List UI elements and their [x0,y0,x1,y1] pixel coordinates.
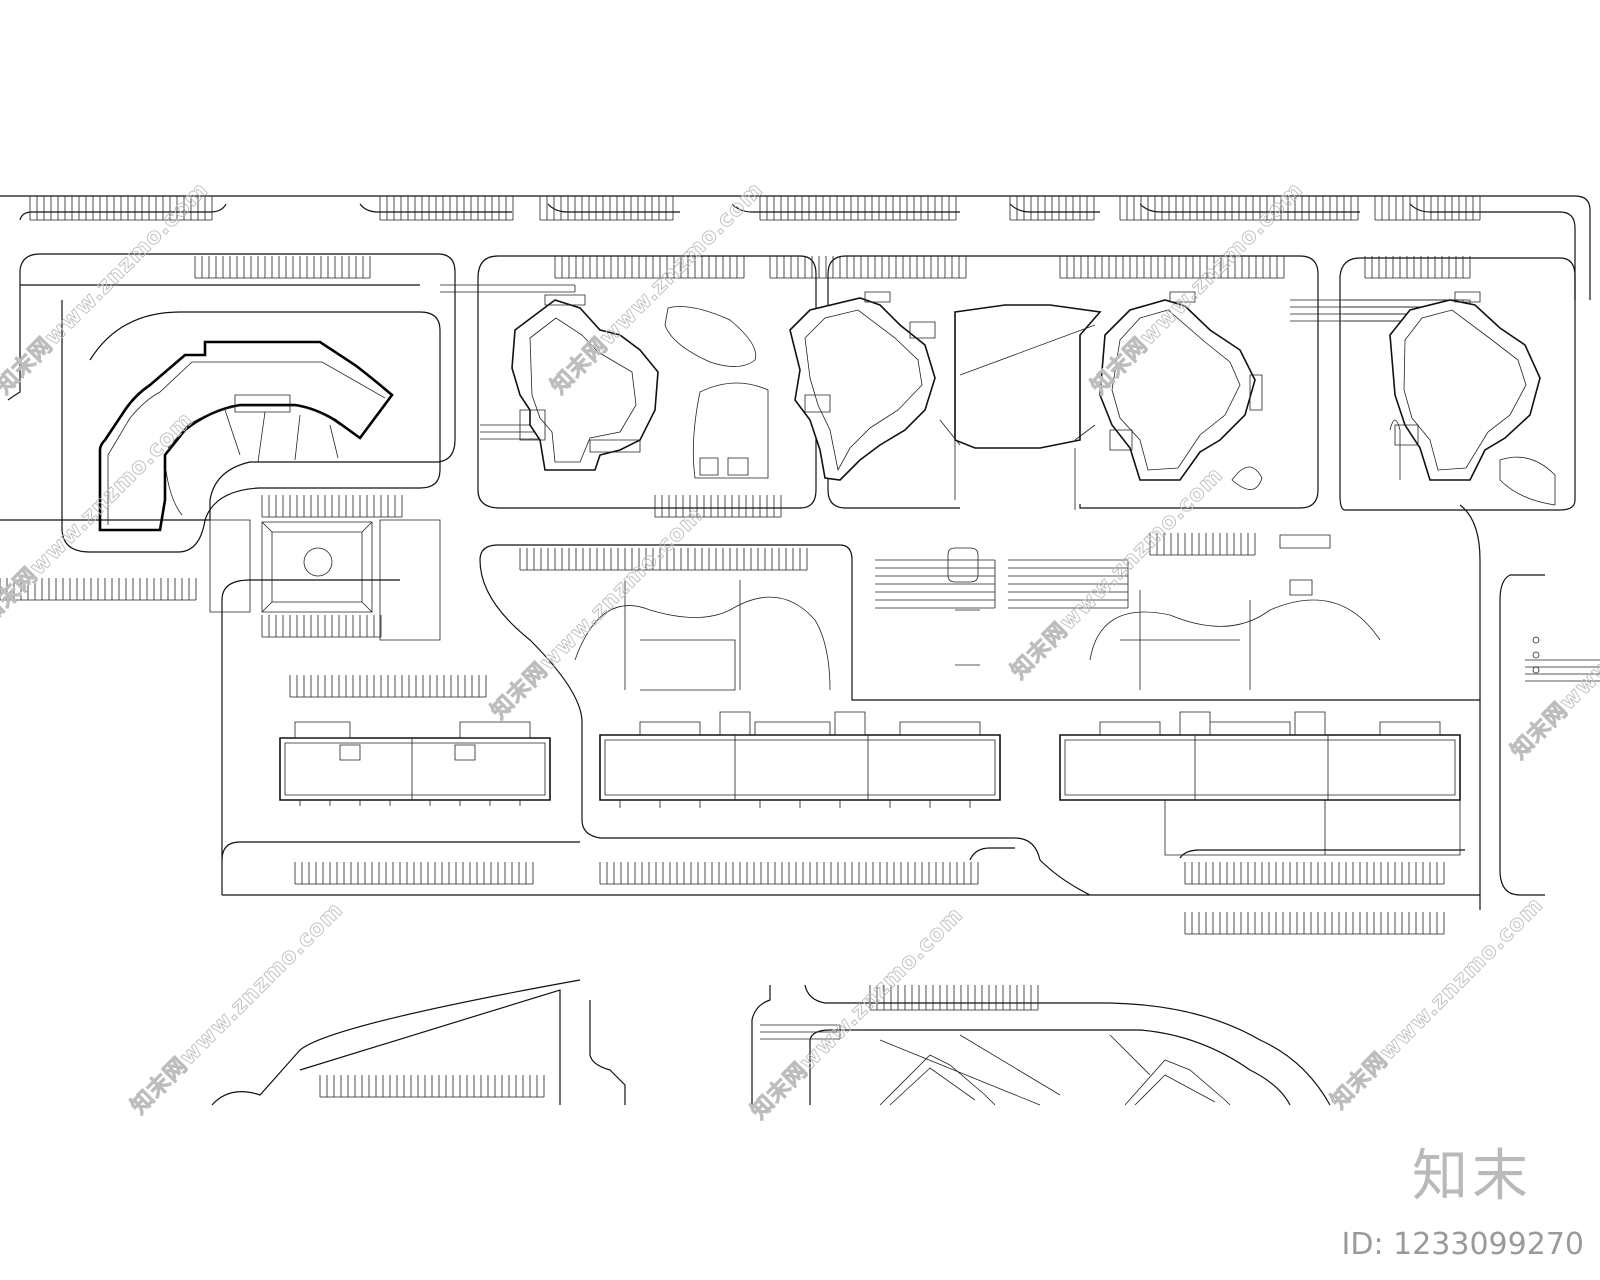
point-tower-d [1390,292,1540,480]
watermark-text: 知末网www.znzmo.com [486,502,709,725]
znzmo-logo: 知末 [1412,1144,1532,1209]
landscape-features [575,307,1555,691]
point-tower-a [512,295,658,470]
watermark-text: 知末网www.znzmo.com [126,897,349,1120]
slab-building-3 [1060,712,1460,855]
slab-building-1 [280,722,550,806]
road-network [0,196,1590,1105]
curved-residential-block [100,342,392,530]
watermark-text: 知末网www.znzmo.com [1006,462,1229,685]
buildings [100,292,1540,1105]
image-id-label: ID: 1233099270 [1341,1227,1584,1262]
point-tower-b [790,292,935,480]
point-tower-c [1100,292,1262,480]
pavilion-square [210,520,440,640]
watermark-text: 知末网www.znzmo.com [0,407,198,630]
watermark-text: 知末网www.znzmo.com [546,177,769,400]
clubhouse [940,305,1100,510]
slab-building-2 [600,712,1000,808]
watermark-text: 知末网www.znzmo.com [746,902,969,1125]
south-tower-fragments [880,1035,1230,1105]
